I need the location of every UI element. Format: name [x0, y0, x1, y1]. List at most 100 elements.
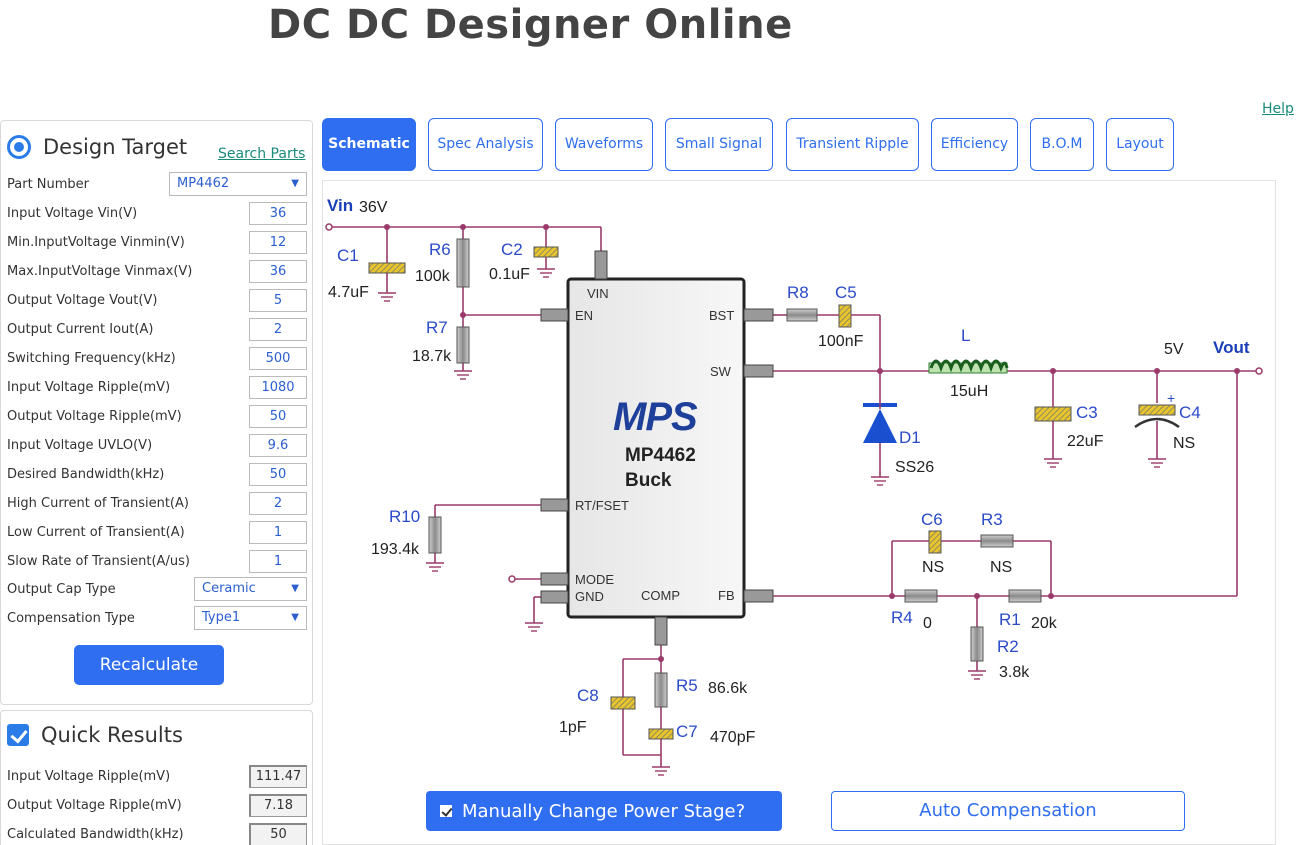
value-r1: 20k: [1031, 615, 1058, 632]
design-field-input[interactable]: 5: [249, 288, 307, 312]
label-r3: R3: [981, 510, 1003, 529]
manual-power-stage-label: Manually Change Power Stage?: [462, 800, 746, 822]
design-field-input[interactable]: 9.6: [249, 433, 307, 457]
compensation-type-row: Compensation Type Type1 ▼: [7, 606, 307, 630]
value-c7: 470pF: [710, 729, 756, 746]
tab-small-signal[interactable]: Small Signal: [665, 118, 773, 171]
design-field-row: Switching Frequency(kHz)500: [7, 346, 307, 370]
design-field-input[interactable]: 2: [249, 317, 307, 341]
schematic-canvas: VIN EN BST SW RT/FSET MODE GND COMP FB M…: [322, 180, 1276, 845]
design-field-row: Desired Bandwidth(kHz) 50: [7, 462, 307, 486]
quick-result-row: Calculated Bandwidth(kHz) 50: [7, 822, 307, 845]
design-field-input[interactable]: 1080: [249, 375, 307, 399]
schematic-wires: [331, 226, 1257, 767]
design-field-label: High Current of Transient(A): [7, 495, 189, 511]
pin-rt-label: RT/FSET: [575, 498, 629, 513]
label-r2: R2: [997, 637, 1019, 656]
pin-fb-label: FB: [718, 588, 735, 603]
tab-spec-analysis[interactable]: Spec Analysis: [428, 118, 543, 171]
value-c6: NS: [922, 559, 944, 576]
label-r1: R1: [999, 610, 1021, 629]
quick-result-label: Calculated Bandwidth(kHz): [7, 826, 184, 842]
label-c8: C8: [577, 686, 599, 705]
tab-waveforms[interactable]: Waveforms: [555, 118, 653, 171]
design-field-input[interactable]: 1: [249, 549, 307, 573]
design-field-label: Max.InputVoltage Vinmax(V): [7, 263, 193, 279]
part-number-select[interactable]: MP4462 ▼: [169, 172, 307, 196]
tab-efficiency[interactable]: Efficiency: [931, 118, 1018, 171]
chevron-down-icon: ▼: [291, 178, 299, 189]
label-r7: R7: [426, 318, 448, 337]
component-values: 4.7uF 100k 0.1uF 18.7k 100nF 15uH SS26 2…: [328, 266, 1195, 746]
chip-part-label: MP4462: [625, 445, 696, 466]
design-field-input[interactable]: 12: [249, 230, 307, 254]
value-r7: 18.7k: [412, 348, 452, 365]
design-field-label: Output Current Iout(A): [7, 321, 154, 337]
mps-logo: MPS: [613, 395, 698, 439]
ground-symbols: [378, 268, 1166, 776]
design-field-input[interactable]: 36: [249, 201, 307, 225]
schematic-diagram: VIN EN BST SW RT/FSET MODE GND COMP FB M…: [325, 196, 1263, 776]
quick-results-header: Quick Results: [7, 723, 183, 747]
output-cap-type-select[interactable]: Ceramic ▼: [194, 577, 307, 601]
design-field-label: Input Voltage UVLO(V): [7, 437, 153, 453]
pin-bst-label: BST: [709, 308, 734, 323]
design-field-row: Min.InputVoltage Vinmin(V) 12: [7, 230, 307, 254]
pin-sw-label: SW: [710, 364, 732, 379]
part-number-label: Part Number: [7, 176, 90, 192]
tab-schematic[interactable]: Schematic: [322, 118, 416, 171]
value-r2: 3.8k: [999, 664, 1030, 681]
compensation-type-select[interactable]: Type1 ▼: [194, 606, 307, 630]
part-number-row: Part Number MP4462 ▼: [7, 172, 307, 196]
value-r4: 0: [923, 615, 932, 632]
search-parts-link[interactable]: Search Parts: [218, 146, 306, 162]
tab-layout[interactable]: Layout: [1106, 118, 1174, 171]
inductor: [928, 359, 1009, 374]
design-field-input[interactable]: 50: [249, 462, 307, 486]
diode: [863, 397, 897, 443]
design-field-row: Max.InputVoltage Vinmax(V) 36: [7, 259, 307, 283]
design-field-input[interactable]: 2: [249, 491, 307, 515]
checkbox-checked-icon[interactable]: [440, 805, 452, 817]
recalculate-button[interactable]: Recalculate: [74, 645, 224, 685]
value-c5: 100nF: [818, 333, 864, 350]
value-c3: 22uF: [1067, 433, 1104, 450]
design-field-label: Desired Bandwidth(kHz): [7, 466, 165, 482]
design-field-input[interactable]: 50: [249, 404, 307, 428]
auto-compensation-button[interactable]: Auto Compensation: [831, 791, 1185, 831]
design-field-input[interactable]: 36: [249, 259, 307, 283]
part-number-value: MP4462: [177, 176, 230, 191]
label-c2: C2: [501, 240, 523, 259]
value-c2: 0.1uF: [489, 266, 530, 283]
label-r4: R4: [891, 608, 913, 627]
design-field-label: Input Voltage Ripple(mV): [7, 379, 171, 395]
tab-bom[interactable]: B.O.M: [1030, 118, 1094, 171]
capacitors: +: [368, 246, 1180, 740]
design-field-row: Low Current of Transient(A)1: [7, 520, 307, 544]
vout-label: Vout: [1213, 338, 1250, 357]
value-r3: NS: [990, 559, 1012, 576]
design-field-label: Output Voltage Vout(V): [7, 292, 158, 308]
quick-result-value: 50: [249, 822, 307, 845]
design-target-panel: Design Target Search Parts Part Number M…: [0, 120, 313, 705]
resistors: [428, 238, 1042, 708]
design-field-input[interactable]: 500: [249, 346, 307, 370]
design-field-row: Output Voltage Vout(V) 5: [7, 288, 307, 312]
design-field-row: Slow Rate of Transient(A/us)1: [7, 549, 307, 573]
quick-result-label: Output Voltage Ripple(mV): [7, 797, 182, 813]
tab-transient-ripple[interactable]: Transient Ripple: [786, 118, 919, 171]
chip-type-label: Buck: [625, 470, 672, 491]
ic-pins: [540, 250, 774, 646]
value-d1: SS26: [895, 459, 934, 476]
design-field-label: Min.InputVoltage Vinmin(V): [7, 234, 185, 250]
value-l: 15uH: [950, 383, 988, 400]
value-c8: 1pF: [559, 719, 587, 736]
component-names: C1 R6 C2 R7 R8 C5 L D1 C3 C4 R10 C6 R3 R…: [337, 240, 1201, 741]
manual-power-stage-button[interactable]: Manually Change Power Stage?: [426, 791, 782, 831]
design-field-row: Input Voltage Vin(V) 36: [7, 201, 307, 225]
design-field-input[interactable]: 1: [249, 520, 307, 544]
design-field-label: Input Voltage Vin(V): [7, 205, 138, 221]
schematic-nodes: [325, 223, 1263, 662]
label-l: L: [961, 326, 970, 345]
help-link[interactable]: Help: [1262, 101, 1294, 117]
